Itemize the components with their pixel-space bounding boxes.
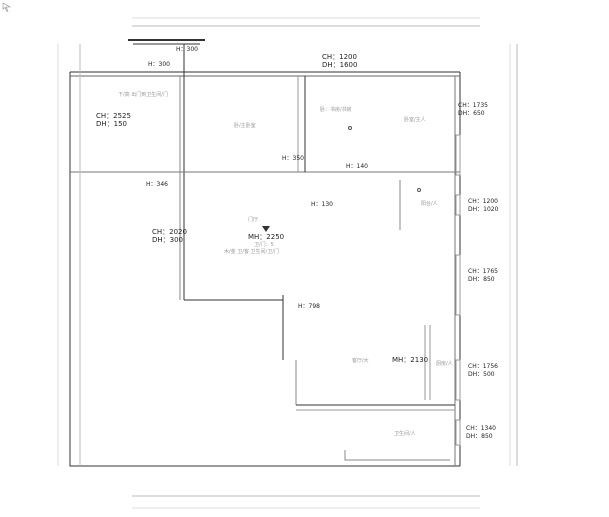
label-h300b: H：300 xyxy=(148,61,170,68)
label-h140: H：140 xyxy=(346,163,368,170)
room-b: 卧：书房/书房 xyxy=(320,107,352,113)
label-ch2020: CH：2020 xyxy=(152,228,187,236)
label-dh500: DH：500 xyxy=(468,371,495,378)
label-ch1200-top: CH：1200 xyxy=(322,53,357,61)
label-ch1340: CH：1340 xyxy=(466,425,496,432)
label-mh2250: MH：2250 xyxy=(248,233,285,241)
label-dh150: DH：150 xyxy=(96,120,128,128)
fixture-dot-2 xyxy=(417,188,421,192)
label-h346: H：346 xyxy=(146,181,168,188)
label-dh1600-top: DH：1600 xyxy=(322,61,358,69)
window-marker-3 xyxy=(455,254,461,316)
mid-note-b: 卫/门：5 xyxy=(254,242,274,248)
room-c: 卧室/主人 xyxy=(404,117,426,123)
door-arrow xyxy=(262,226,270,232)
label-dh850: DH：850 xyxy=(468,276,495,283)
kitchen-wall xyxy=(344,450,450,461)
label-dh1020: DH：1020 xyxy=(468,206,499,213)
outer-wall xyxy=(69,72,460,467)
room-g: 卫生间/人 xyxy=(394,431,416,437)
window-marker-4 xyxy=(455,359,461,401)
mid-note-c: 木/金 卫/客 卫生间/卫/门 xyxy=(224,249,279,255)
label-dh850b: DH：850 xyxy=(466,433,493,440)
room-e: 客厅/大 xyxy=(352,358,369,364)
label-mh2130: MH：2130 xyxy=(392,356,429,364)
label-ch1200-right: CH：1200 xyxy=(468,198,498,205)
label-ch2525: CH：2525 xyxy=(96,112,131,120)
label-dh300: DH：300 xyxy=(152,236,184,244)
window-marker-5 xyxy=(455,419,461,446)
label-ch1756: CH：1756 xyxy=(468,363,498,370)
label-h130: H：130 xyxy=(311,201,333,208)
window-marker xyxy=(455,134,461,176)
label-dh650: DH：650 xyxy=(458,110,485,117)
label-ch1735: CH：1735 xyxy=(458,102,488,109)
fixture-dot xyxy=(348,126,352,130)
window-marker-2 xyxy=(455,194,461,216)
label-ch1765: CH：1765 xyxy=(468,268,498,275)
room-note-top: 下/高 出门到卫生间/门 xyxy=(118,92,168,98)
room-a: 卧/主卧室 xyxy=(234,123,256,129)
label-h350: H：350 xyxy=(282,155,304,162)
room-d: 阳台/人 xyxy=(421,201,438,207)
mid-note-a: 门厅 xyxy=(248,217,259,223)
cursor-icon xyxy=(2,2,12,12)
room-f: 厨房/人 xyxy=(436,361,453,367)
label-h798: H：798 xyxy=(298,303,320,310)
label-h300a: H：300 xyxy=(176,46,198,53)
